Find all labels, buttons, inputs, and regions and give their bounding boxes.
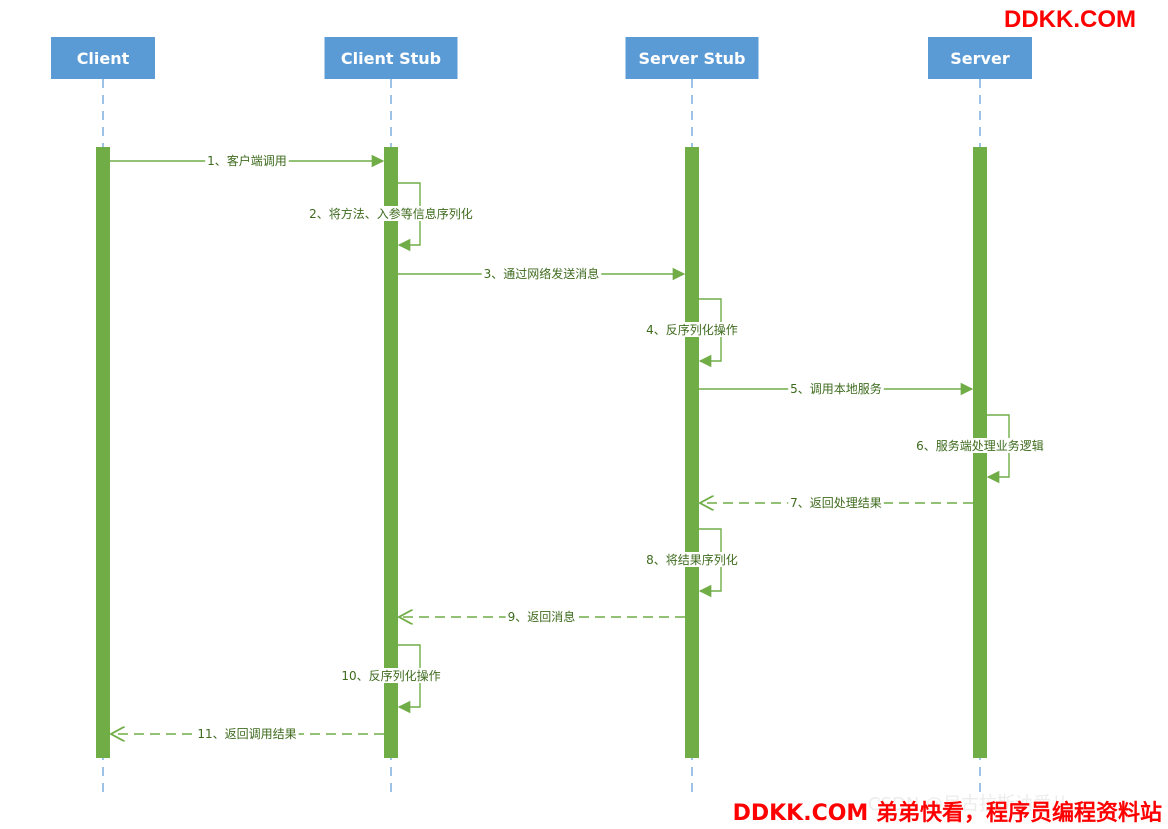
message-label-bg [195, 727, 299, 741]
actor-server_stub: Server Stub [625, 37, 759, 79]
message-label-bg [505, 609, 578, 624]
actor-label-client: Client [77, 49, 130, 68]
message-7: 7、返回处理结果 [700, 496, 973, 510]
actor-client: Client [51, 37, 155, 79]
actor-box-client_stub [324, 37, 458, 79]
actor-label-client_stub: Client Stub [341, 49, 441, 68]
message-label-bg [788, 496, 884, 510]
message-label: 3、通过网络发送消息 [484, 266, 600, 281]
message-4: 4、反序列化操作 [644, 298, 740, 368]
message-label-bg [307, 206, 475, 221]
actor-client_stub: Client Stub [324, 37, 458, 79]
actor-box-client [51, 37, 155, 79]
message-1: 1、客户端调用 [110, 153, 385, 168]
message-10: 10、反序列化操作 [339, 644, 443, 714]
message-2: 2、将方法、入参等信息序列化 [307, 182, 475, 252]
message-5: 5、调用本地服务 [699, 381, 974, 396]
actor-box-server [928, 37, 1032, 79]
actor-box-server_stub [625, 37, 759, 79]
actor-label-server: Server [950, 49, 1010, 68]
message-label: 1、客户端调用 [207, 153, 287, 168]
message-label-bg [205, 153, 289, 168]
message-label: 4、反序列化操作 [646, 322, 738, 337]
message-9: 9、返回消息 [399, 609, 685, 624]
message-label: 6、服务端处理业务逻辑 [916, 438, 1044, 453]
message-3: 3、通过网络发送消息 [398, 266, 686, 281]
message-label-bg [914, 438, 1046, 453]
activation-bar-client_stub [384, 147, 398, 758]
message-label: 11、返回调用结果 [197, 727, 296, 741]
activation-bar-server_stub [685, 147, 699, 758]
message-label: 10、反序列化操作 [341, 668, 440, 683]
actor-server: Server [928, 37, 1032, 79]
message-11: 11、返回调用结果 [111, 727, 384, 741]
actor-label-server_stub: Server Stub [638, 49, 745, 68]
watermark-top-text: DDKK.COM [1004, 6, 1136, 33]
message-label-bg [788, 381, 884, 396]
message-8: 8、将结果序列化 [644, 528, 740, 598]
message-label: 7、返回处理结果 [790, 496, 882, 510]
activation-bar-client [96, 147, 110, 758]
message-label-bg [644, 552, 740, 567]
message-label: 8、将结果序列化 [646, 552, 738, 567]
message-label: 9、返回消息 [508, 609, 576, 624]
message-6: 6、服务端处理业务逻辑 [914, 414, 1046, 484]
message-label: 2、将方法、入参等信息序列化 [309, 206, 473, 221]
watermark-bottom-text: DDKK.COM 弟弟快看，程序员编程资料站 [732, 795, 1162, 827]
message-label: 5、调用本地服务 [790, 381, 882, 396]
message-label-bg [644, 322, 740, 337]
message-label-bg [481, 266, 602, 281]
message-label-bg [339, 668, 443, 683]
